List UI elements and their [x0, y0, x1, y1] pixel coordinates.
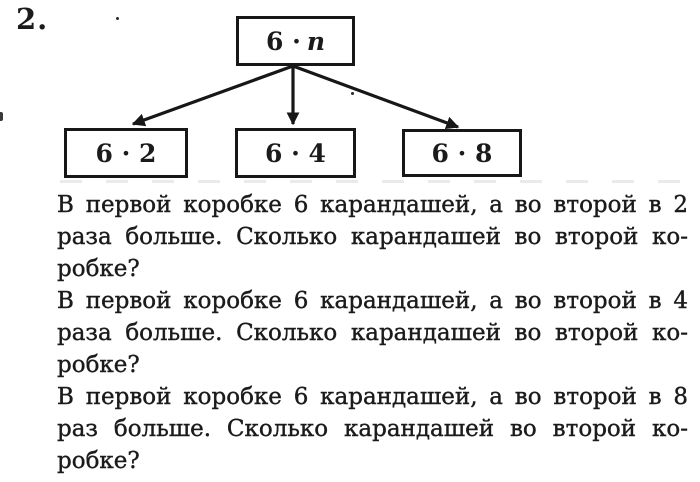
problem-1-line-2: раза больше. Сколько карандашей во второ… — [57, 224, 688, 250]
diagram-box-6x2: 6 · 2 — [64, 128, 188, 178]
problem-1-line-1: В первой коробке 6 карандашей, а во втор… — [57, 192, 688, 218]
scan-speck — [116, 17, 119, 20]
problems-text-block: В первой коробке 6 карандашей, а во втор… — [57, 189, 688, 477]
diagram-box-6x8: 6 · 8 — [402, 129, 522, 177]
problem-3-line-1: В первой коробке 6 карандашей, а во втор… — [57, 384, 688, 410]
diagram-box-6n: 6 ·n — [236, 16, 355, 66]
arrow-to-box-1 — [131, 64, 294, 127]
problem-2-line-2: раза больше. Сколько карандашей во второ… — [57, 320, 688, 346]
arrow-to-box-3 — [292, 64, 460, 130]
problem-1-line-3: робке? — [57, 256, 140, 282]
scan-shadow — [60, 180, 680, 183]
box-6x4-label: 6 · 4 — [265, 138, 326, 168]
box-6x2-label: 6 · 2 — [95, 138, 157, 168]
scan-edge-mark — [0, 112, 3, 121]
problem-2-line-1: В первой коробке 6 карандашей, а во втор… — [57, 288, 688, 314]
diagram-box-6x4: 6 · 4 — [235, 128, 356, 178]
box-6x8-label: 6 · 8 — [431, 138, 493, 168]
problem-3-line-3: робке? — [57, 448, 140, 474]
box-6n-factor: 6 · — [266, 26, 301, 56]
problem-3-line-2: раз больше. Сколько карандашей во второй… — [57, 416, 688, 442]
scan-speck — [351, 92, 354, 95]
problem-2-line-3: робке? — [57, 352, 140, 378]
box-6n-variable: n — [306, 26, 325, 56]
exercise-number: 2. — [16, 2, 49, 36]
